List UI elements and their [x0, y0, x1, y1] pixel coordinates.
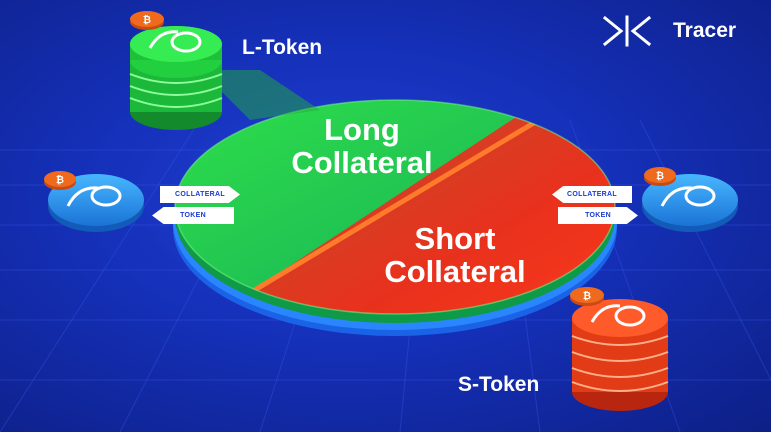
left-blue-token: ₿	[44, 171, 144, 232]
arrow-label: TOKEN	[180, 212, 206, 219]
bitcoin-icon: ₿	[44, 171, 76, 190]
svg-text:₿: ₿	[656, 170, 664, 182]
s-token-stack: ₿	[570, 287, 668, 411]
left-collateral-arrow: COLLATERAL	[160, 186, 240, 203]
right-collateral-arrow: COLLATERAL	[552, 186, 632, 203]
svg-text:₿: ₿	[56, 174, 64, 186]
left-token-arrow: TOKEN	[152, 207, 234, 224]
short-collateral-label: Short Collateral	[345, 222, 565, 288]
arrow-label: COLLATERAL	[175, 191, 225, 198]
svg-text:₿: ₿	[143, 14, 151, 26]
l-token-label: L-Token	[242, 36, 322, 60]
arrow-label: TOKEN	[585, 212, 611, 219]
arrow-label: COLLATERAL	[567, 191, 617, 198]
s-token-label: S-Token	[458, 373, 539, 397]
brand: Tracer	[603, 14, 736, 48]
svg-text:₿: ₿	[583, 290, 591, 302]
tracer-logo-icon	[603, 14, 667, 48]
long-collateral-label: Long Collateral	[262, 113, 462, 179]
bitcoin-icon: ₿	[130, 11, 164, 30]
right-blue-token: ₿	[642, 167, 738, 232]
brand-name: Tracer	[673, 19, 736, 43]
right-token-arrow: TOKEN	[558, 207, 638, 224]
bitcoin-icon: ₿	[644, 167, 676, 186]
bitcoin-icon: ₿	[570, 287, 604, 306]
